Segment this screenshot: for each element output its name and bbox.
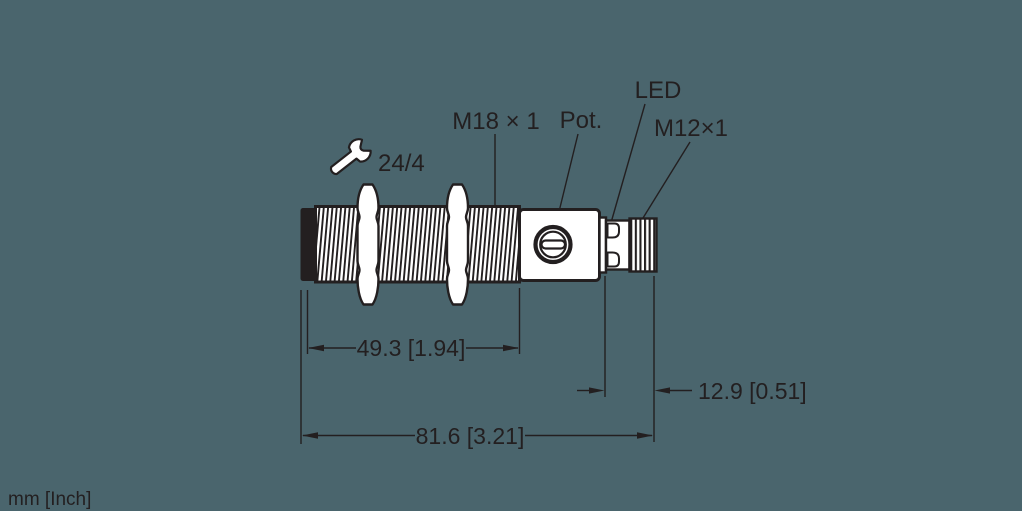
part-labels: M18 × 1 Pot. LED M12×1 — [452, 77, 728, 142]
threaded-barrel-m18 — [314, 205, 521, 284]
arrowhead-left-pointing — [654, 387, 670, 394]
arrowhead-right — [637, 432, 653, 439]
label-potentiometer: Pot. — [560, 107, 603, 134]
threaded-connector-m12 — [628, 217, 658, 273]
units-note: mm [Inch] — [8, 489, 91, 510]
dim-connector-length-text: 12.9 [0.51] — [698, 378, 807, 404]
label-barrel-thread: M18 × 1 — [452, 108, 539, 135]
led-window-top — [606, 222, 620, 239]
dim-overall-length-text: 81.6 [3.21] — [416, 423, 525, 449]
label-led: LED — [635, 77, 682, 104]
hex-nut-2 — [445, 183, 470, 306]
sensing-face-cap — [300, 208, 317, 281]
pot-adjust-slot — [540, 239, 567, 250]
label-wrench-size: 24/4 — [378, 150, 425, 177]
hex-nut — [356, 183, 380, 306]
arrowhead-right-pointing — [589, 387, 605, 394]
arrowhead-left — [308, 344, 324, 352]
extension-lines — [300, 276, 655, 444]
arrowhead-left — [302, 432, 318, 439]
leader-m12 — [642, 141, 691, 219]
led-window-bottom — [606, 251, 620, 268]
wrench-icon — [329, 138, 372, 176]
wrench-size-callout: 24/4 — [329, 138, 425, 177]
dimension-thread-length: 49.3 [1.94] — [308, 335, 519, 361]
leader-led — [610, 103, 646, 222]
dimension-overall-length: 81.6 [3.21] — [302, 423, 653, 449]
sensor-body — [300, 183, 658, 306]
potentiometer — [533, 224, 573, 265]
arrowhead-right — [503, 344, 519, 352]
dim-thread-length-text: 49.3 [1.94] — [357, 335, 466, 361]
label-connector-thread: M12×1 — [654, 115, 728, 142]
dimension-connector-length: 12.9 [0.51] — [577, 378, 807, 404]
